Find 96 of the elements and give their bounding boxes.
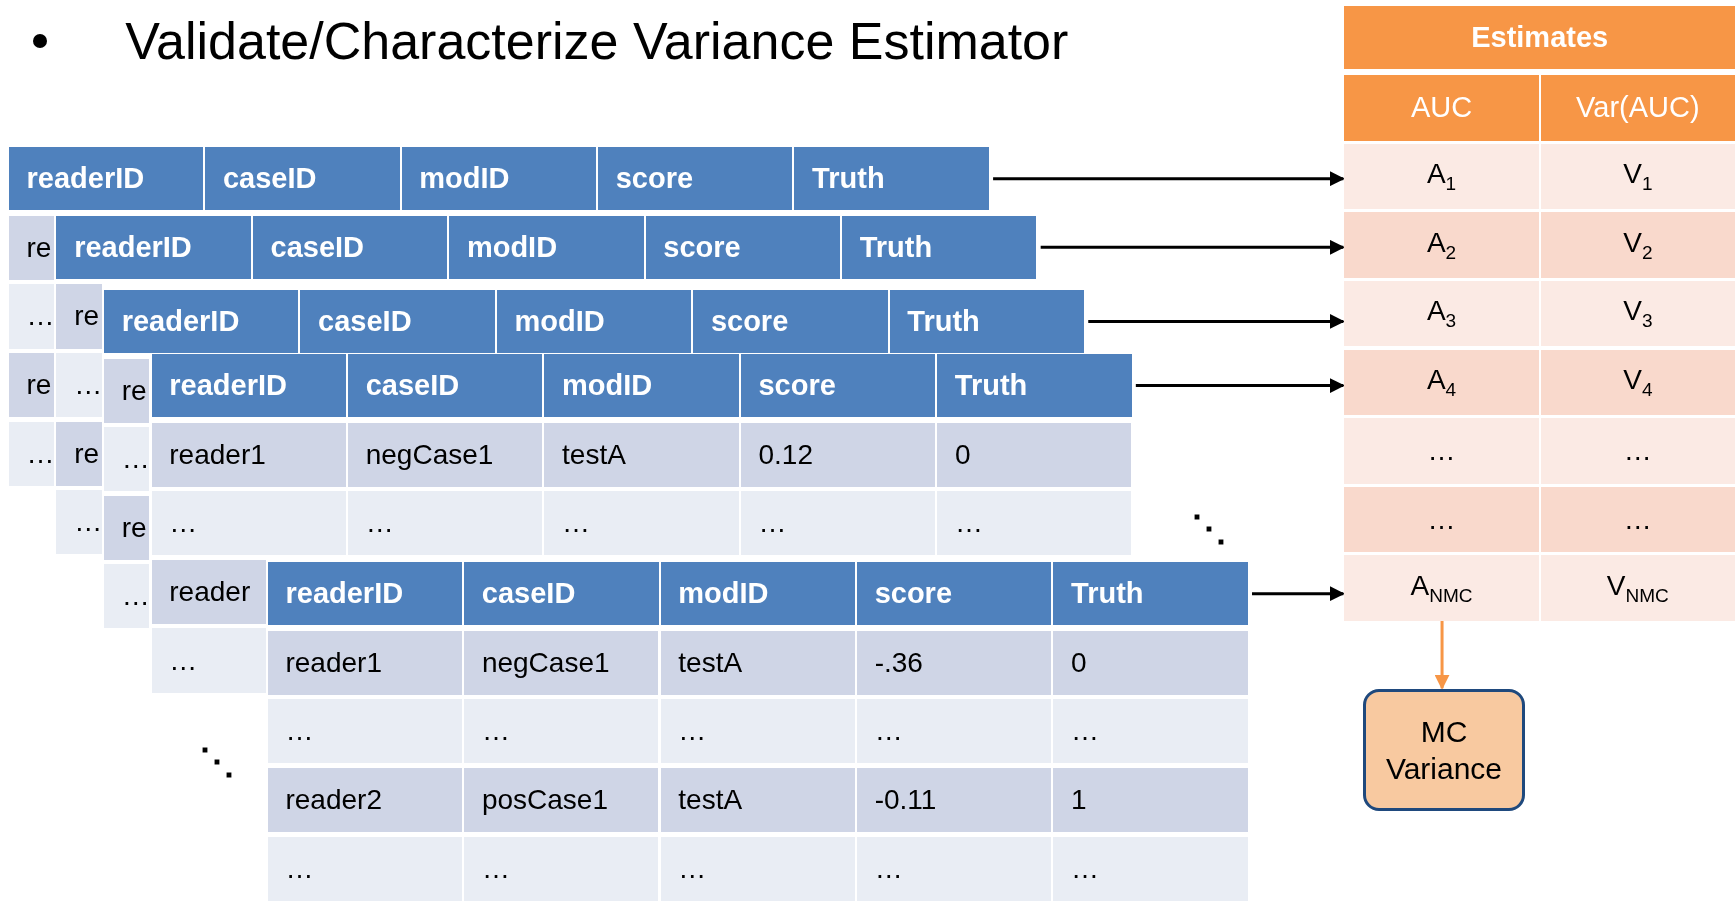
table-cell: A$_{NMC}$ [1344,555,1541,621]
table-cell: -0.11 [857,767,1052,833]
table-cell: … [544,491,739,556]
column-header: score [856,562,1054,626]
table-cell: reader [151,559,266,625]
column-header: score [693,289,890,353]
ellipsis-mark: ⋱ [199,743,236,780]
table-cell: … [660,836,855,901]
arrow [1252,586,1345,602]
table-cell: … [1344,418,1541,484]
arrow [1040,239,1345,255]
table-cell: … [464,836,659,901]
table-cell: … [267,836,462,901]
table-title: Estimates [1344,5,1735,69]
column-header: modID [401,147,598,211]
table-cell: testA [660,767,855,833]
table-cell: A$_{3}$ [1344,281,1541,347]
table-cell: … [56,352,102,418]
table-cell: … [660,699,855,764]
table-cell: V$_{2}$ [1540,212,1735,278]
table-cell: … [1053,836,1248,901]
column-header: score [598,147,795,211]
table-cell: … [464,699,659,764]
process-box: MC Variance [1363,689,1525,812]
column-header: Truth [794,147,991,211]
column-header: modID [544,354,741,418]
table-cell: … [1053,699,1248,764]
table-cell: testA [544,422,739,487]
table-cell: 1 [1053,767,1248,833]
column-header: score [740,354,938,418]
table-cell: re [8,352,55,418]
table-cell: reader2 [267,767,462,833]
table-cell: 0 [1053,630,1248,695]
table-cell: A$_{4}$ [1344,349,1541,415]
arrow [1088,313,1345,329]
column-header: caseID [205,147,402,211]
arrow [993,171,1345,187]
table-cell: re [56,284,102,349]
column-header: readerID [104,289,301,353]
table-cell: A$_{1}$ [1344,143,1541,210]
column-header: Truth [889,289,1086,353]
table-cell: … [104,427,150,492]
table-cell: re [104,495,150,560]
table-cell: V$_{NMC}$ [1540,555,1735,621]
table-cell: … [8,421,55,486]
table-cell: re [8,215,55,280]
slide-title: Validate/Characterize Variance Estimator [125,11,1069,72]
column-header: caseID [347,354,545,418]
table-cell: … [8,284,55,349]
table-cell: … [1344,486,1541,553]
table-cell: … [151,628,266,693]
table-cell: … [104,564,150,629]
arrow [1135,378,1345,394]
table-cell: posCase1 [464,767,659,833]
column-header: caseID [252,215,450,279]
table-cell: … [937,491,1132,556]
table-cell: reader1 [151,422,346,487]
table-cell: V$_{3}$ [1540,281,1735,347]
column-header: caseID [300,289,497,353]
table-cell: testA [660,630,855,695]
table-cell: … [1540,418,1735,484]
arrow [1434,620,1450,690]
table-cell: negCase1 [348,422,543,487]
table-cell: V$_{4}$ [1540,349,1735,415]
table-cell: V$_{1}$ [1540,143,1735,210]
column-header: modID [496,289,694,353]
table-cell: … [151,491,346,556]
column-header: modID [660,562,857,626]
column-header: caseID [464,562,661,626]
column-header: Truth [842,215,1039,279]
table-cell: … [857,836,1052,901]
column-header: Var(AUC) [1540,75,1735,141]
table-cell: … [267,699,462,764]
column-header: AUC [1344,75,1541,141]
table-cell: negCase1 [464,630,659,695]
table-cell: reader1 [267,630,462,695]
column-header: readerID [151,354,348,418]
table-cell: re [104,358,150,423]
table-cell: … [1540,486,1735,553]
table-cell: -.36 [857,630,1052,695]
table-cell: … [56,490,102,555]
column-header: readerID [267,562,465,626]
table-cell: 0 [937,422,1132,487]
ellipsis-mark: ⋱ [1190,511,1227,548]
column-header: Truth [937,354,1134,418]
table-cell: re [56,421,102,486]
table-cell: A$_{2}$ [1344,212,1541,278]
table-cell: 0.12 [740,422,935,487]
table-cell: … [857,699,1052,764]
column-header: readerID [8,147,206,211]
column-header: readerID [56,215,253,279]
column-header: score [645,215,842,279]
column-header: Truth [1053,562,1250,626]
table-cell: … [348,491,543,556]
table-cell: … [740,491,935,556]
column-header: modID [449,215,646,279]
